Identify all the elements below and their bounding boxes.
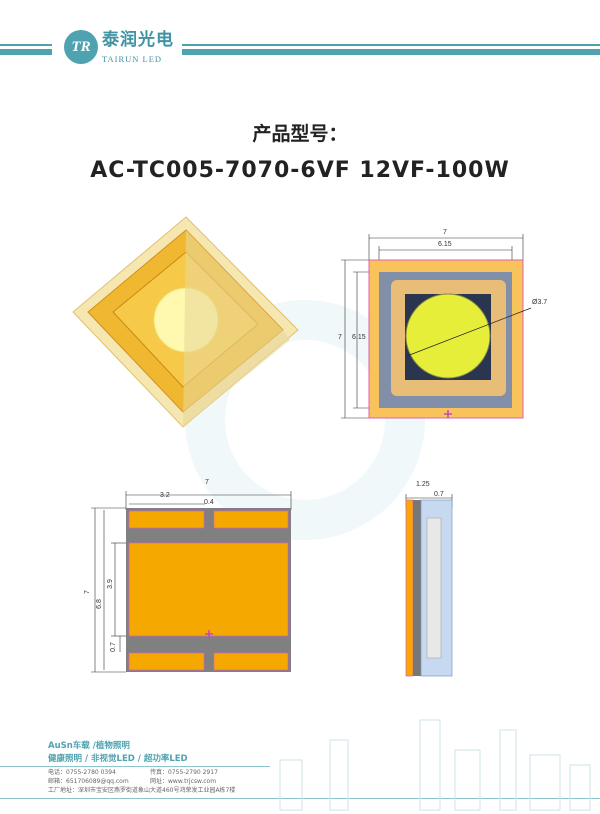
bottom-gap-label: 0.4 — [204, 499, 214, 506]
model-label: 产品型号： — [252, 123, 348, 145]
footer-tagline-2: 健康照明 / 非视觉LED / 超功率LED — [48, 754, 188, 764]
top-inner-width-label: 6.15 — [438, 241, 452, 248]
led-3d-render — [72, 216, 299, 428]
footer-email: 邮箱：651706089@qq.com — [48, 778, 129, 785]
bottom-width-label: 7 — [205, 479, 209, 486]
logo-icon: TR — [64, 30, 98, 64]
footer-fax: 传真：0755-2790 2917 — [150, 769, 218, 776]
side-thickness-label: 1.25 — [416, 481, 430, 488]
footer-divider-top — [0, 766, 270, 767]
brand-name-en: TAIRUN LED — [102, 54, 163, 64]
brand-name: 泰润光电 — [102, 30, 174, 50]
bottom-height-label: 7 — [83, 590, 91, 594]
header-line-left-thin — [0, 44, 52, 46]
side-view-drawing — [405, 494, 453, 677]
side-layer-label: 0.7 — [434, 491, 444, 498]
header-line-left-thick — [0, 49, 52, 55]
footer-tagline-1: AuSn车载 /植物照明 — [48, 741, 130, 751]
header-line-right-thin — [182, 44, 600, 46]
top-view-drawing — [341, 234, 532, 419]
bottom-inner-height-label: 6.8 — [95, 599, 103, 609]
footer-divider-bottom — [0, 798, 600, 799]
top-width-label: 7 — [443, 229, 447, 236]
bottom-pad-height-label: 3.9 — [106, 579, 114, 589]
city-skyline-decoration — [279, 719, 591, 811]
bottom-pad-width-label: 3.2 — [160, 492, 170, 499]
footer-address: 工厂地址：深圳市宝安区燕罗街道象山大道460号鸿荣发工业园A栋7楼 — [48, 787, 236, 794]
bottom-strip-label: 0.7 — [109, 642, 117, 652]
top-inner-height-label: 6.15 — [352, 334, 366, 341]
header-line-right-thick — [182, 49, 600, 55]
footer-phone: 电话：0755-2780 0394 — [48, 769, 116, 776]
model-number: AC-TC005-7070-6VF 12VF-100W — [90, 158, 510, 183]
footer-website: 网址：www.trjcsw.com — [150, 778, 217, 785]
bottom-view-drawing — [91, 491, 292, 673]
top-diameter-label: Ø3.7 — [532, 299, 548, 306]
top-height-label: 7 — [338, 334, 342, 341]
